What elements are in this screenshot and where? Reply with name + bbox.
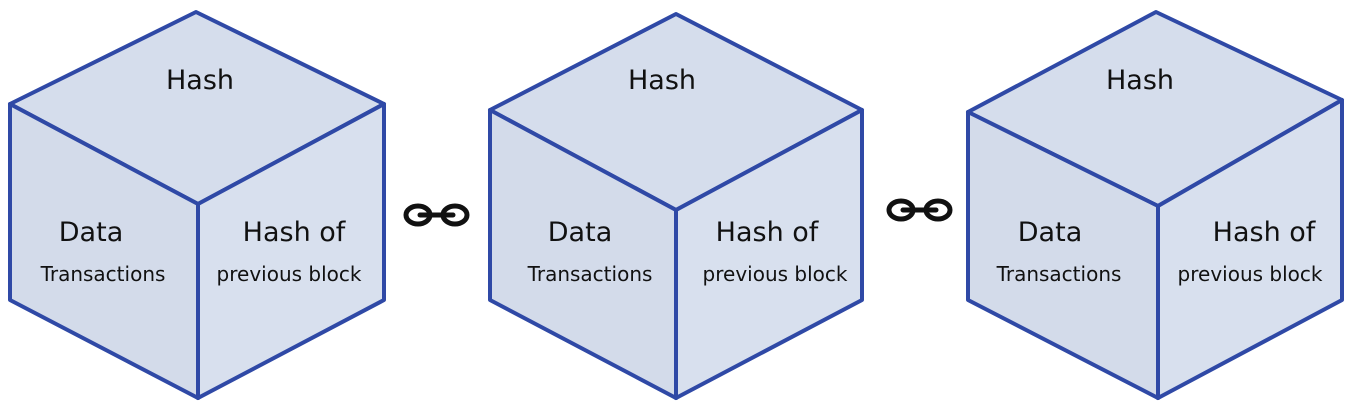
block-1-data-subtitle: Transactions xyxy=(40,262,166,286)
block-1: Hash Data Transactions Hash of previous … xyxy=(8,10,386,400)
block-3-data-subtitle: Transactions xyxy=(996,262,1122,286)
block-3-previous-block-subtitle: previous block xyxy=(1178,262,1323,286)
block-2-previous-block-subtitle: previous block xyxy=(703,262,848,286)
block-2: Hash Data Transactions Hash of previous … xyxy=(488,12,864,400)
block-1-data-title: Data xyxy=(59,217,123,248)
block-2-data-subtitle: Transactions xyxy=(527,262,653,286)
block-2-data-title: Data xyxy=(548,217,612,248)
block-2-top-label: Hash xyxy=(628,65,696,96)
block-1-hash-of-title: Hash of xyxy=(243,217,347,248)
block-3-top-label: Hash xyxy=(1106,65,1174,96)
block-3-hash-of-title: Hash of xyxy=(1213,217,1317,248)
block-3: Hash Data Transactions Hash of previous … xyxy=(966,10,1344,400)
chain-link-icon xyxy=(403,203,470,227)
block-2-hash-of-title: Hash of xyxy=(716,217,820,248)
block-3-data-title: Data xyxy=(1018,217,1082,248)
block-1-previous-block-subtitle: previous block xyxy=(217,262,362,286)
chain-link-icon xyxy=(886,198,953,222)
block-1-top-label: Hash xyxy=(166,65,234,96)
